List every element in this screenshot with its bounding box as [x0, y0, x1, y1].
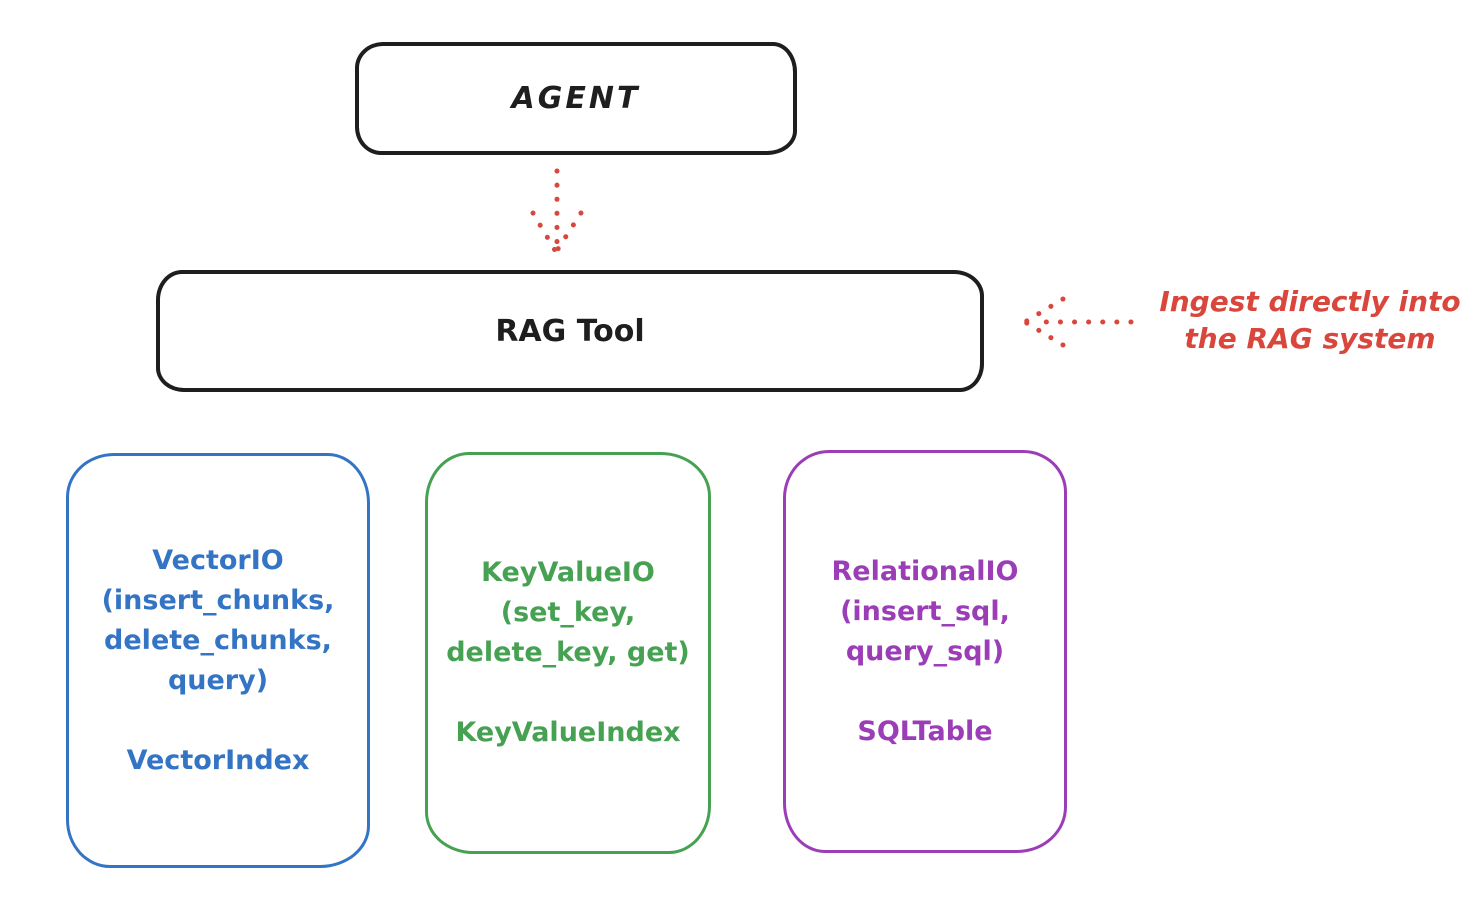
- rag-tool-node-label: RAG Tool: [495, 313, 645, 349]
- arrow-head-bottom: [1022, 319, 1066, 348]
- arrow-head-left: [530, 210, 559, 255]
- vector-io-box: VectorIO (insert_chunks, delete_chunks, …: [66, 453, 370, 868]
- relational-io-label: RelationalIO (insert_sql, query_sql): [831, 555, 1019, 667]
- arrow-head-right: [553, 210, 584, 255]
- ingest-annotation: Ingest directly into the RAG system: [1159, 285, 1461, 355]
- rag-tool-node: RAG Tool: [156, 270, 984, 392]
- keyvalue-index-label: KeyValueIndex: [455, 717, 681, 748]
- annotation-to-rag-tool-arrow: [1022, 296, 1134, 348]
- sql-table-label: SQLTable: [857, 715, 993, 747]
- relational-io-box: RelationalIO (insert_sql, query_sql) SQL…: [783, 450, 1067, 853]
- keyvalue-io-box: KeyValueIO (set_key, delete_key, get) Ke…: [425, 452, 711, 854]
- vector-index-label: VectorIndex: [126, 744, 310, 776]
- keyvalue-io-label: KeyValueIO (set_key, delete_key, get): [446, 557, 690, 668]
- arrow-head-top: [1022, 296, 1066, 325]
- agent-node-label: AGENT: [511, 81, 641, 116]
- agent-node: AGENT: [355, 42, 797, 155]
- agent-to-rag-tool-arrow: [530, 168, 584, 255]
- vector-io-label: VectorIO (insert_chunks, delete_chunks, …: [101, 544, 335, 696]
